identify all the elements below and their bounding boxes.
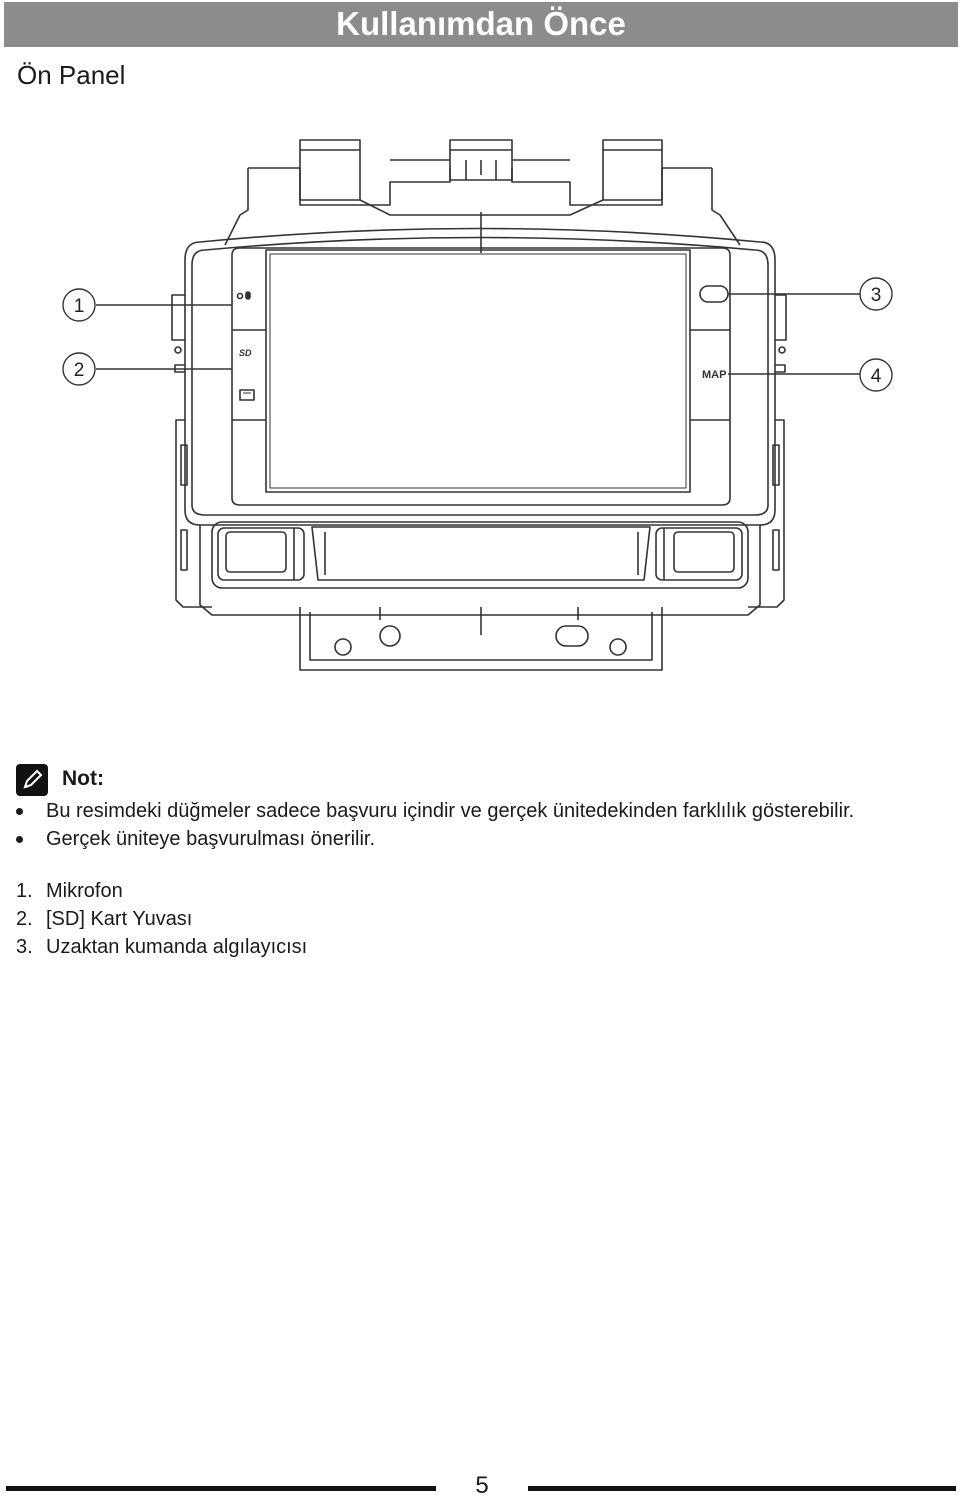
- bullet-icon: [16, 808, 23, 815]
- pencil-note-icon: [16, 764, 48, 796]
- sd-label: SD: [239, 348, 252, 358]
- microphone-icon: [236, 292, 244, 300]
- list-item: 2.[SD] Kart Yuvası: [16, 908, 193, 930]
- callout-3: 3: [859, 277, 893, 311]
- svg-text:4: 4: [871, 366, 882, 387]
- section-title: Ön Panel: [17, 60, 126, 90]
- page-number: 5: [475, 1472, 489, 1499]
- list-item: Gerçek üniteye başvurulması önerilir.: [16, 825, 854, 853]
- parts-list: 1.Mikrofon 2.[SD] Kart Yuvası 3.Uzaktan …: [16, 877, 307, 961]
- footer-rule-right: [528, 1486, 956, 1491]
- footer-rule-left: [6, 1486, 436, 1491]
- header-bar: Kullanımdan Önce: [4, 2, 958, 47]
- bottom-bracket: [299, 607, 663, 671]
- mic-symbol-icon: [245, 291, 251, 300]
- side-brackets: [171, 294, 787, 608]
- map-button-label: MAP: [702, 369, 726, 381]
- mounting-clips: [224, 139, 741, 246]
- bullet-icon: [16, 836, 23, 843]
- svg-text:1: 1: [74, 296, 85, 317]
- left-controls: SD: [236, 291, 255, 401]
- screen-frame: [231, 212, 731, 506]
- callout-4: 4: [859, 358, 893, 392]
- svg-text:3: 3: [871, 285, 882, 306]
- card-slot-icon: [239, 389, 255, 401]
- lower-vent-panel: [199, 521, 761, 616]
- callout-2: 2: [62, 352, 96, 386]
- callout-1: 1: [62, 288, 96, 322]
- list-item: 1.Mikrofon: [16, 880, 123, 902]
- display-inner: [269, 253, 687, 489]
- outer-bezel: [184, 227, 776, 526]
- page-header-title: Kullanımdan Önce: [336, 5, 626, 42]
- callout-leaders: [96, 293, 860, 375]
- list-item: Bu resimdeki düğmeler sadece başvuru içi…: [16, 797, 854, 825]
- svg-text:2: 2: [74, 360, 85, 381]
- display-screen: [265, 249, 691, 493]
- note-label: Not:: [62, 767, 104, 790]
- right-controls: MAP: [699, 285, 729, 381]
- list-item: 3.Uzaktan kumanda algılayıcısı: [16, 936, 308, 958]
- note-bullets: Bu resimdeki düğmeler sadece başvuru içi…: [16, 797, 854, 853]
- remote-sensor-icon: [699, 285, 729, 303]
- front-panel-diagram: SD MAP: [62, 139, 893, 671]
